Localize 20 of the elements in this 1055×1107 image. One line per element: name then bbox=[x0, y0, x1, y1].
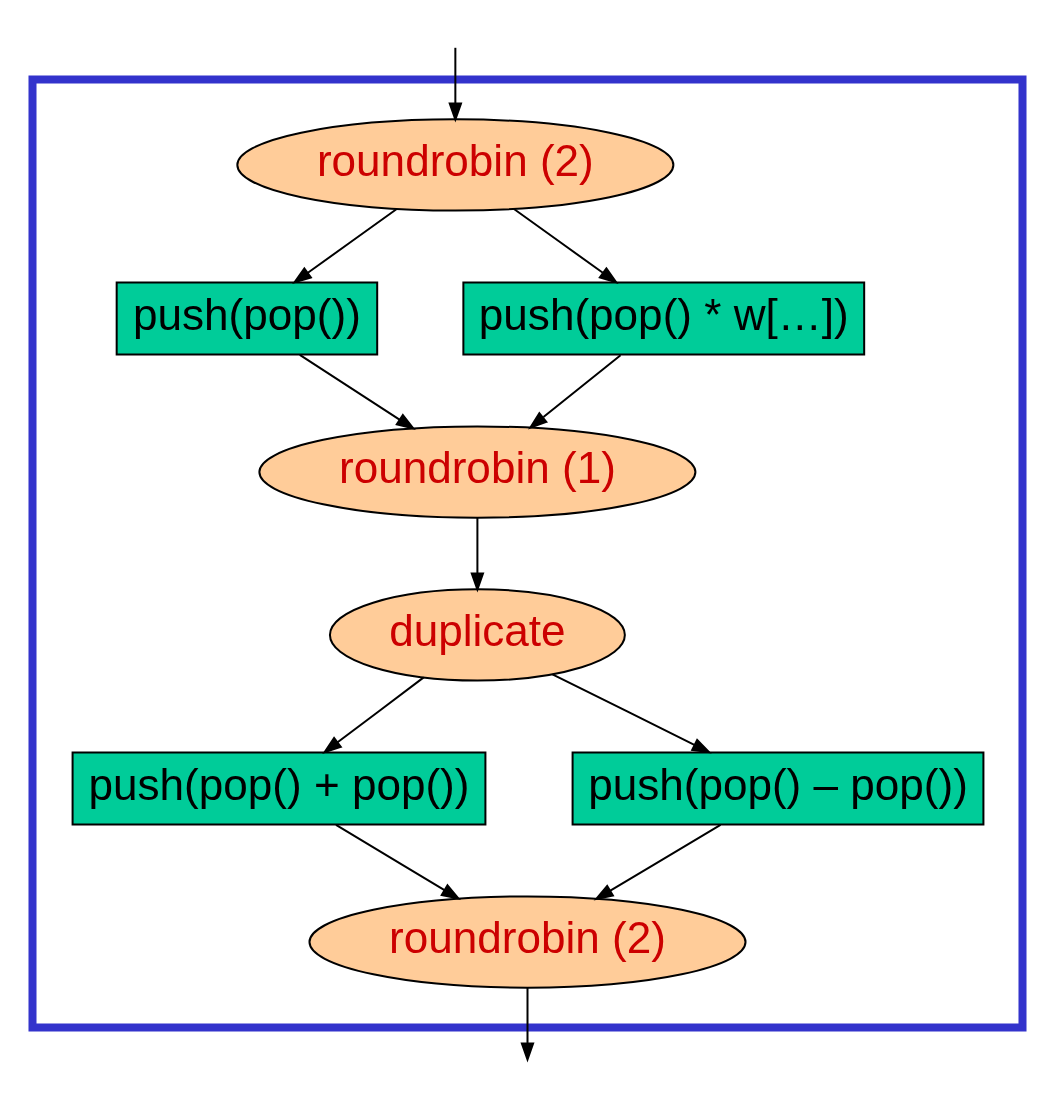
arrow bbox=[298, 353, 416, 431]
arrow bbox=[470, 516, 485, 593]
arrow bbox=[335, 823, 461, 900]
arrow bbox=[292, 208, 398, 285]
arrow bbox=[448, 46, 463, 123]
arrow bbox=[551, 673, 712, 754]
cluster bbox=[28, 75, 1027, 1032]
arrow bbox=[520, 986, 535, 1063]
node-ellipse: roundrobin (1) bbox=[258, 425, 697, 519]
arrow bbox=[593, 823, 722, 901]
arrow bbox=[512, 208, 619, 285]
arrow bbox=[528, 354, 622, 430]
node-box: push(pop() – pop()) bbox=[571, 751, 985, 826]
node-ellipse: roundrobin (2) bbox=[236, 118, 675, 212]
node-box: push(pop()) bbox=[115, 281, 379, 356]
arrow bbox=[322, 676, 425, 754]
node-box: push(pop() + pop()) bbox=[71, 751, 487, 826]
node-box: push(pop() * w[…]) bbox=[462, 281, 866, 356]
node-ellipse: duplicate bbox=[328, 588, 626, 682]
node-ellipse: roundrobin (2) bbox=[308, 895, 747, 989]
